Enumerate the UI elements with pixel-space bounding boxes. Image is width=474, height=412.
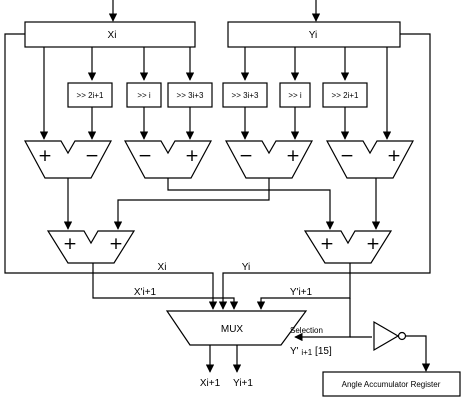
adder-6-right-op: +	[366, 234, 380, 254]
shifter-4: >> 3i+3	[222, 82, 268, 108]
adder-2: − +	[123, 140, 213, 179]
stage1-routing	[63, 178, 381, 230]
yi-register-label: Yi	[309, 30, 318, 41]
shifter-6-label: >> 2i+1	[332, 91, 359, 100]
inverter	[373, 320, 407, 352]
register-taps	[39, 47, 392, 140]
shifter-1-label: >> 2i+1	[77, 91, 104, 100]
adder-6-left-op: +	[320, 234, 334, 254]
adder-5-left-op: +	[63, 234, 77, 254]
adder-2-right-op: +	[185, 146, 199, 166]
adder-4: − +	[325, 140, 415, 179]
selection-label: Selection	[290, 326, 323, 335]
y-prime-bit-label: Y' i+1 [15]	[290, 346, 332, 357]
angle-accumulator-register: Angle Accumulator Register	[322, 371, 461, 397]
shifter-2-label: >> i	[137, 91, 151, 100]
x-prime-wire	[92, 263, 239, 310]
adder-1: + −	[23, 140, 113, 179]
adder-4-right-op: +	[387, 146, 401, 166]
y-prime-wire	[256, 263, 351, 310]
mux-label: MUX	[221, 324, 244, 335]
shifter-3: >> 3i+3	[167, 82, 213, 108]
shifter-3-label: >> 3i+3	[177, 91, 204, 100]
angle-accumulator-label: Angle Accumulator Register	[342, 380, 441, 389]
adder-2-left-op: −	[138, 146, 152, 166]
shifter-6: >> 2i+1	[322, 82, 368, 108]
x-out-label: Xi+1	[200, 378, 221, 389]
adder-5: + +	[46, 230, 136, 264]
adder-3-left-op: −	[239, 146, 253, 166]
shifter-outputs	[87, 107, 350, 140]
adder-6: + +	[303, 230, 393, 264]
shifter-5-label: >> i	[288, 91, 302, 100]
mux: MUX	[165, 310, 308, 346]
yi-register: Yi	[227, 21, 401, 48]
y-prime-label: Y'i+1	[290, 287, 313, 298]
xi-register-label: Xi	[108, 30, 117, 41]
xi-bypass-wire	[4, 33, 218, 310]
inverter-output-wire	[406, 335, 431, 372]
shifter-2: >> i	[126, 82, 162, 108]
adder-3-right-op: +	[286, 146, 300, 166]
shifter-1: >> 2i+1	[67, 82, 113, 108]
yi-bypass-wire	[218, 33, 431, 310]
y-out-label: Yi+1	[233, 378, 253, 389]
xi-register: Xi	[24, 21, 196, 48]
xi-wire-label: Xi	[158, 262, 167, 273]
adder-1-right-op: −	[85, 146, 99, 166]
adder-5-right-op: +	[109, 234, 123, 254]
adder-1-left-op: +	[38, 146, 52, 166]
x-prime-label: X'i+1	[134, 287, 157, 298]
yi-wire-label: Yi	[242, 262, 251, 273]
shifter-4-label: >> 3i+3	[232, 91, 259, 100]
adder-4-left-op: −	[340, 146, 354, 166]
shifter-5: >> i	[279, 82, 311, 108]
adder-3: − +	[224, 140, 314, 179]
